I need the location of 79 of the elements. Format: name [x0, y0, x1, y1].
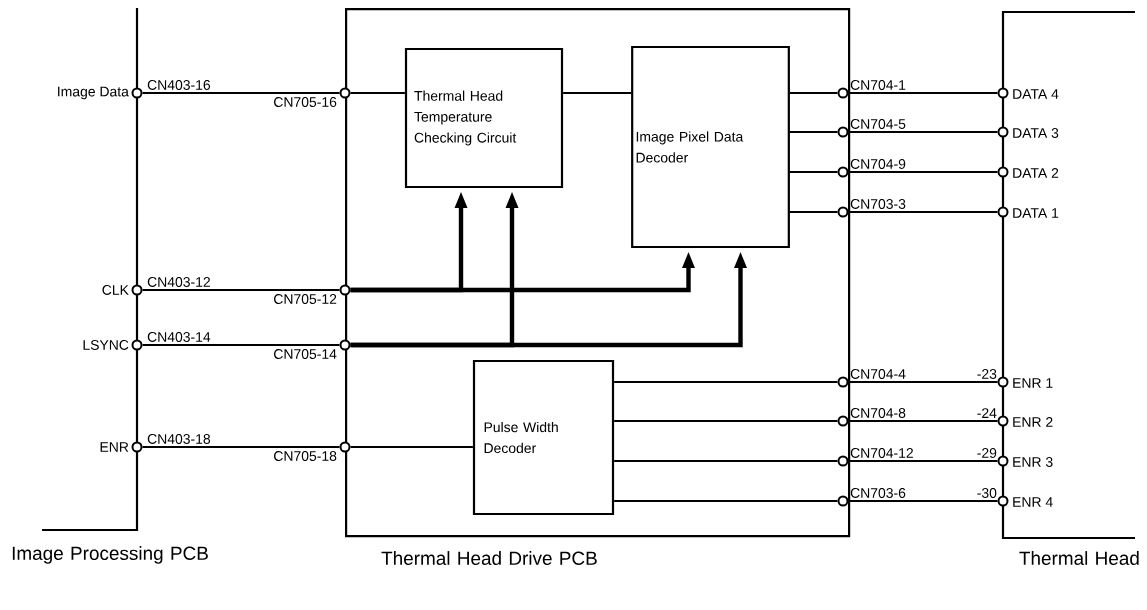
signal-line [848, 380, 998, 384]
signal-line [142, 445, 340, 449]
pin-label: Image Data [58, 86, 129, 100]
pin-label: -30 [977, 488, 997, 498]
signal-line [614, 419, 838, 423]
pin-label: CN704-5 [850, 119, 906, 129]
function-block: Pulse Width Decoder [472, 359, 615, 516]
pin-label: CN703-6 [850, 488, 906, 498]
pin-label: -24 [977, 408, 997, 418]
pin-label: CN705-14 [274, 349, 337, 359]
connector-pin [339, 441, 351, 453]
pin-label: CN705-18 [274, 451, 337, 461]
pin-label: ENR 4 [1013, 497, 1053, 507]
pin-label: CN704-4 [850, 369, 906, 379]
board-label: Image Processing PCB [12, 546, 208, 564]
arrow [350, 252, 695, 293]
connector-pin [339, 87, 351, 99]
signal-line [142, 288, 340, 292]
signal-line [789, 170, 838, 174]
connector-pin [131, 441, 143, 453]
signal-line [350, 91, 405, 95]
signal-line [789, 210, 838, 214]
signal-line [789, 91, 838, 95]
signal-line [614, 459, 838, 463]
connector-pin [131, 284, 143, 296]
pin-label: CN704-12 [850, 448, 913, 458]
pin-label: CN705-12 [274, 294, 337, 304]
connector-pin [339, 339, 351, 351]
signal-line [848, 170, 998, 174]
signal-line [848, 419, 998, 423]
pin-label: DATA 4 [1013, 89, 1059, 99]
pin-label: DATA 1 [1013, 208, 1059, 218]
pin-label: ENR [100, 442, 129, 452]
function-block: Image Pixel Data Decoder [631, 45, 790, 249]
signal-line [350, 445, 473, 449]
signal-line [848, 459, 998, 463]
connector-pin [997, 376, 1009, 388]
pin-label: LSYNC [83, 340, 129, 350]
pin-label: ENR 3 [1013, 457, 1053, 467]
connector-pin [131, 339, 143, 351]
pin-label: DATA 3 [1013, 128, 1059, 138]
connector-pin [997, 206, 1009, 218]
pin-label: ENR 1 [1013, 378, 1053, 388]
pin-label: CN705-16 [274, 97, 337, 107]
board-label: Thermal Head [1019, 551, 1139, 565]
signal-line [848, 499, 998, 503]
connector-pin [997, 415, 1009, 427]
signal-line [848, 130, 998, 134]
board-label: Thermal Head Drive PCB [381, 551, 597, 565]
connector-pin [997, 495, 1009, 507]
pin-label: DATA 2 [1013, 168, 1059, 178]
pin-label: CN704-1 [850, 80, 906, 90]
signal-line [563, 91, 632, 95]
signal-line [848, 91, 998, 95]
pin-label: ENR 2 [1013, 417, 1053, 427]
signal-line [614, 499, 838, 503]
arrow [350, 252, 747, 348]
pin-label: CN403-18 [147, 434, 211, 444]
signal-line [142, 91, 340, 95]
pin-label: CN703-3 [850, 199, 906, 209]
connector-pin [131, 87, 143, 99]
connector-pin [997, 126, 1009, 138]
pin-label: CLK [102, 285, 129, 295]
signal-line [614, 380, 838, 384]
pin-label: -23 [977, 369, 997, 379]
pin-label: CN704-8 [850, 408, 906, 418]
pin-label: CN704-9 [850, 159, 906, 169]
pin-label: CN403-16 [147, 80, 211, 90]
connector-pin [997, 166, 1009, 178]
signal-line [848, 210, 998, 214]
signal-line [142, 343, 340, 347]
signal-line [789, 130, 838, 134]
function-block: Thermal Head Temperature Checking Circuit [404, 47, 564, 189]
connector-pin [339, 284, 351, 296]
connector-pin [997, 87, 1009, 99]
pin-label: -29 [977, 448, 997, 458]
pin-label: CN403-12 [147, 277, 210, 287]
connector-pin [997, 455, 1009, 467]
pin-label: CN403-14 [147, 332, 211, 342]
